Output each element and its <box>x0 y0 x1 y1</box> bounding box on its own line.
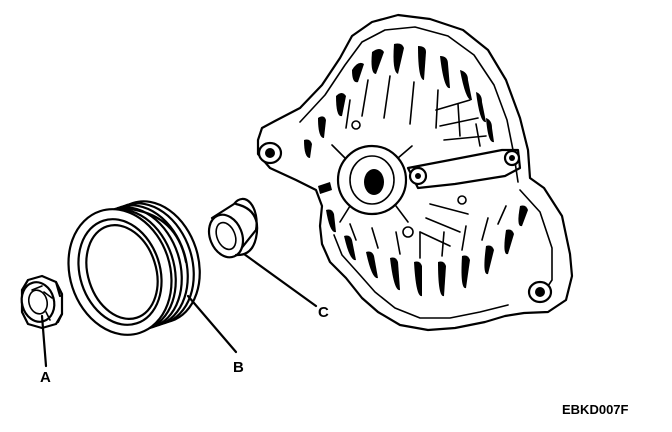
collar-icon <box>207 197 259 259</box>
leader-line-b <box>186 294 238 354</box>
alternator-rear-housing-icon <box>256 13 574 332</box>
label-c: C <box>318 304 329 321</box>
pulley-icon <box>67 200 201 336</box>
label-a: A <box>40 369 51 386</box>
nut-icon <box>20 274 64 330</box>
leader-line-c <box>242 252 318 308</box>
figure-code: EBKD007F <box>562 402 629 417</box>
leader-line-a <box>40 314 48 368</box>
label-b: B <box>233 359 244 376</box>
